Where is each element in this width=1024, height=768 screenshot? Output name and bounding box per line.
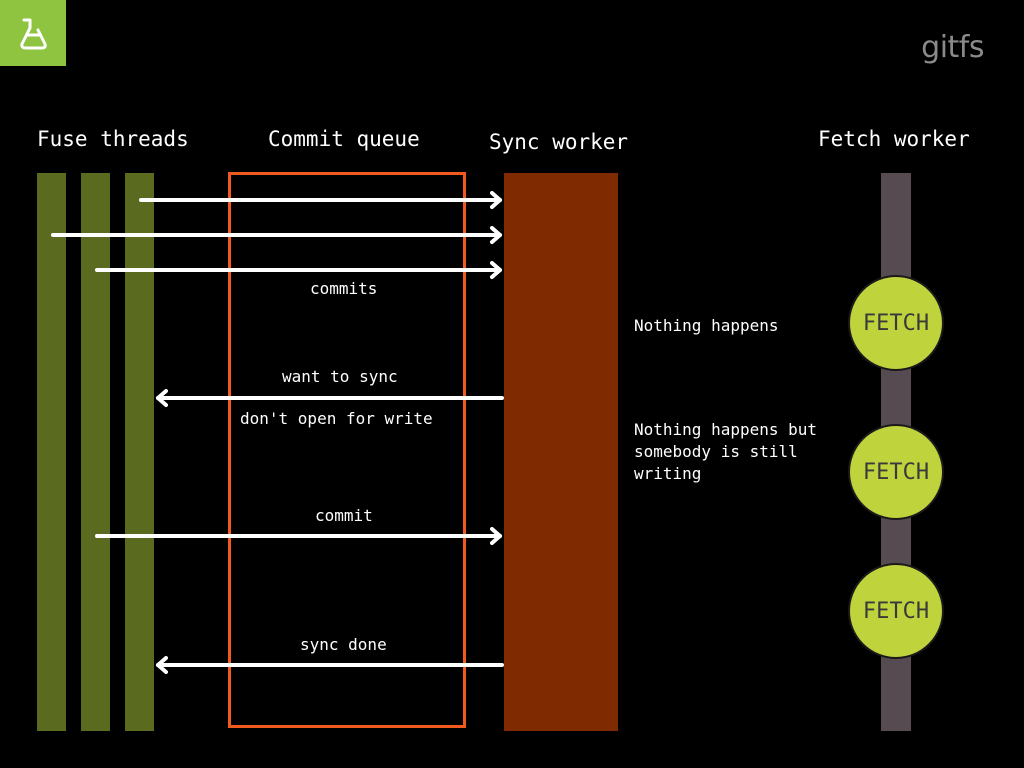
fetch-circle-3: FETCH [848, 563, 944, 659]
label-sync-done: sync done [300, 635, 387, 654]
fetch-label: FETCH [862, 598, 930, 624]
header-fetch-worker: Fetch worker [818, 127, 970, 151]
note-nothing-happens-but: Nothing happens but somebody is still wr… [634, 420, 818, 483]
flask-icon [20, 18, 47, 50]
arrow-sync-done [156, 656, 504, 674]
arrow-commit-1 [139, 191, 502, 209]
sync-worker-lane [504, 173, 618, 731]
commit-queue-box [228, 172, 466, 728]
header-commit-queue: Commit queue [268, 127, 420, 151]
label-commits: commits [310, 279, 378, 298]
arrow-commit-4 [95, 527, 502, 545]
fetch-label: FETCH [862, 459, 930, 485]
arrow-commit-2 [51, 226, 502, 244]
arrow-want-to-sync [156, 389, 504, 407]
fetch-label: FETCH [862, 310, 930, 336]
fuse-thread-lane-1 [37, 173, 66, 731]
header-fuse-threads: Fuse threads [37, 127, 189, 151]
label-want-to-sync: want to sync [282, 367, 398, 386]
fetch-circle-2: FETCH [848, 424, 944, 520]
arrow-commit-3 [95, 261, 502, 279]
header-sync-worker: Sync worker [489, 130, 629, 154]
brand-title: gitfs [921, 30, 984, 65]
fuse-thread-lane-2 [81, 173, 110, 731]
label-dont-open-for-write: don't open for write [240, 409, 433, 428]
note-nothing-happens: Nothing happens [634, 316, 779, 335]
fetch-circle-1: FETCH [848, 275, 944, 371]
label-commit: commit [315, 506, 373, 525]
logo [0, 0, 66, 66]
fuse-thread-lane-3 [125, 173, 154, 731]
